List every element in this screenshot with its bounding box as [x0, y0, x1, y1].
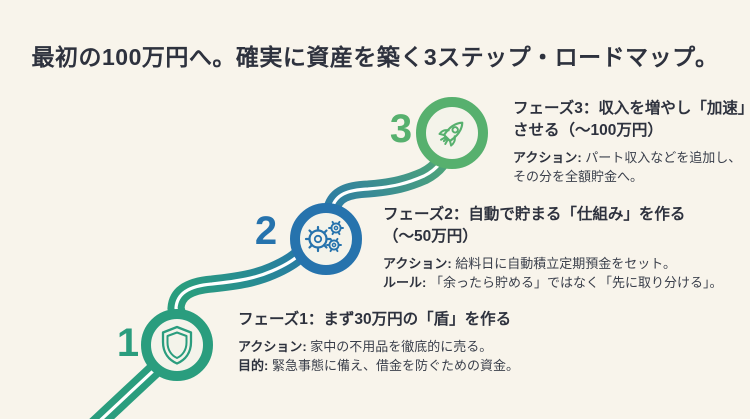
phase-2-number: 2 — [254, 209, 278, 253]
phase-2-badge — [290, 203, 362, 275]
phase-1-badge — [141, 309, 213, 381]
phase-3-details: アクション: パート収入などを追加し、 その分を全額貯金へ。 — [513, 149, 750, 187]
phase-2-section: フェーズ2：自動で貯まる「仕組み」を作る （〜50万円） アクション: 給料日に… — [383, 204, 722, 293]
phase-3-action-line: アクション: パート収入などを追加し、 — [513, 150, 742, 165]
phase-1-details: アクション: 家中の不用品を徹底的に売る。 目的: 緊急事態に備え、借金を防ぐた… — [238, 338, 519, 376]
phase-1-action-line: アクション: 家中の不用品を徹底的に売る。 — [238, 339, 493, 354]
phase-1-purpose-line: 目的: 緊急事態に備え、借金を防ぐための資金。 — [238, 357, 519, 373]
phase-3-section: フェーズ3：収入を増やし「加速」 させる（〜100万円） アクション: パート収… — [513, 98, 750, 187]
gears-icon — [304, 220, 344, 253]
phase-1-ring — [141, 309, 213, 381]
phase-1-title: フェーズ1：まず30万円の「盾」を作る — [238, 311, 512, 328]
phase-1-section: フェーズ1：まず30万円の「盾」を作る アクション: 家中の不用品を徹底的に売る… — [238, 309, 519, 376]
phase-2-rule-line: ルール: 「余ったら貯める」ではなく「先に取り分ける」。 — [383, 274, 723, 290]
phase-3-number: 3 — [389, 107, 413, 151]
phase-3-badge — [416, 97, 488, 169]
phase-2-details: アクション: 給料日に自動積立定期預金をセット。 ルール: 「余ったら貯める」で… — [383, 255, 722, 293]
rocket-icon — [438, 121, 464, 147]
phase-1-number: 1 — [116, 321, 140, 365]
phase-3-action-line-2: その分を全額貯金へ。 — [513, 168, 644, 184]
phase-2-title: フェーズ2：自動で貯まる「仕組み」を作る （〜50万円） — [383, 206, 686, 245]
phase-2-action-line: アクション: 給料日に自動積立定期預金をセット。 — [383, 256, 677, 271]
shield-icon — [161, 325, 193, 365]
page-title: 最初の100万円へ。確実に資産を築く3ステップ・ロードマップ。 — [31, 44, 719, 70]
phase-3-ring — [416, 97, 488, 169]
phase-3-title: フェーズ3：収入を増やし「加速」 させる（〜100万円） — [513, 100, 750, 139]
